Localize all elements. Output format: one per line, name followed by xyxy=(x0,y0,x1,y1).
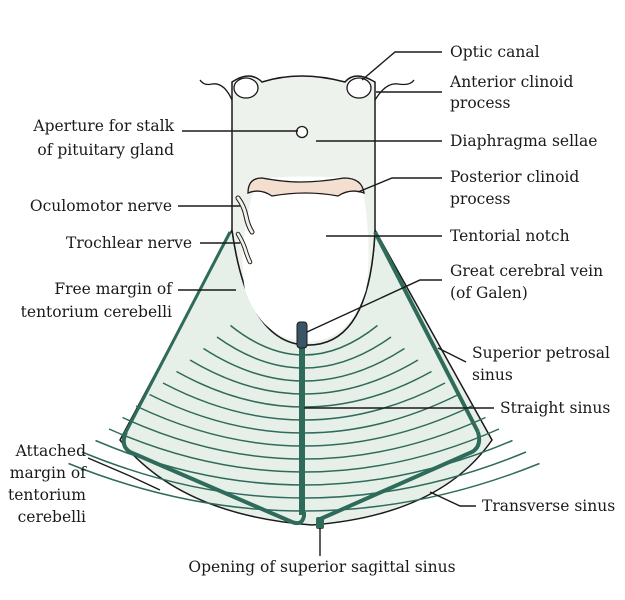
label-great-cerebral-vein: Great cerebral vein xyxy=(450,262,603,280)
leader-lines xyxy=(87,51,494,556)
great-cerebral-vein xyxy=(296,321,308,349)
label-great-cerebral-vein-2: (of Galen) xyxy=(450,284,528,302)
label-free-margin: Free margin of xyxy=(54,280,173,298)
label-aperture: Aperture for stalk xyxy=(32,117,174,135)
label-posterior-clinoid-2: process xyxy=(450,190,510,208)
label-trochlear-nerve: Trochlear nerve xyxy=(66,234,192,252)
label-attached-margin: Attached xyxy=(15,442,86,460)
label-opening-superior-sagittal-sinus: Opening of superior sagittal sinus xyxy=(188,558,455,576)
posterior-clinoid-process xyxy=(247,177,365,197)
label-attached-margin-4: cerebelli xyxy=(18,508,86,526)
superior-petrosal-sinus xyxy=(373,231,480,433)
label-anterior-clinoid: Anterior clinoid xyxy=(449,73,573,91)
oculomotor-nerve-core xyxy=(236,196,254,234)
pituitary-aperture xyxy=(295,125,309,139)
label-aperture-2: of pituitary gland xyxy=(37,141,174,159)
optic-canal-left xyxy=(199,79,233,101)
anterior-clinoid-left xyxy=(233,77,259,99)
label-free-margin-2: tentorium cerebelli xyxy=(21,303,172,321)
label-superior-petrosal-sinus: Superior petrosal xyxy=(472,344,610,362)
superior-sagittal-opening xyxy=(316,517,324,529)
label-posterior-clinoid: Posterior clinoid xyxy=(450,168,579,186)
label-straight-sinus: Straight sinus xyxy=(500,399,610,417)
label-tentorial-notch: Tentorial notch xyxy=(450,227,570,245)
label-anterior-clinoid-2: process xyxy=(450,94,510,112)
tentorial-notch-area xyxy=(242,176,369,342)
label-diaphragma-sellae: Diaphragma sellae xyxy=(450,132,597,150)
transverse-sinus xyxy=(121,431,482,526)
label-oculomotor-nerve: Oculomotor nerve xyxy=(30,197,172,215)
trochlear-nerve-core xyxy=(236,232,252,264)
label-transverse-sinus: Transverse sinus xyxy=(482,497,615,515)
superior-petrosal-sinus-left xyxy=(124,231,232,433)
label-attached-margin-2: margin of xyxy=(10,464,87,482)
anterior-clinoid-right xyxy=(346,77,372,99)
label-optic-canal: Optic canal xyxy=(450,43,540,61)
optic-canal-right xyxy=(374,79,415,101)
label-superior-petrosal-sinus-2: sinus xyxy=(472,366,513,384)
label-attached-margin-3: tentorium xyxy=(8,486,86,504)
